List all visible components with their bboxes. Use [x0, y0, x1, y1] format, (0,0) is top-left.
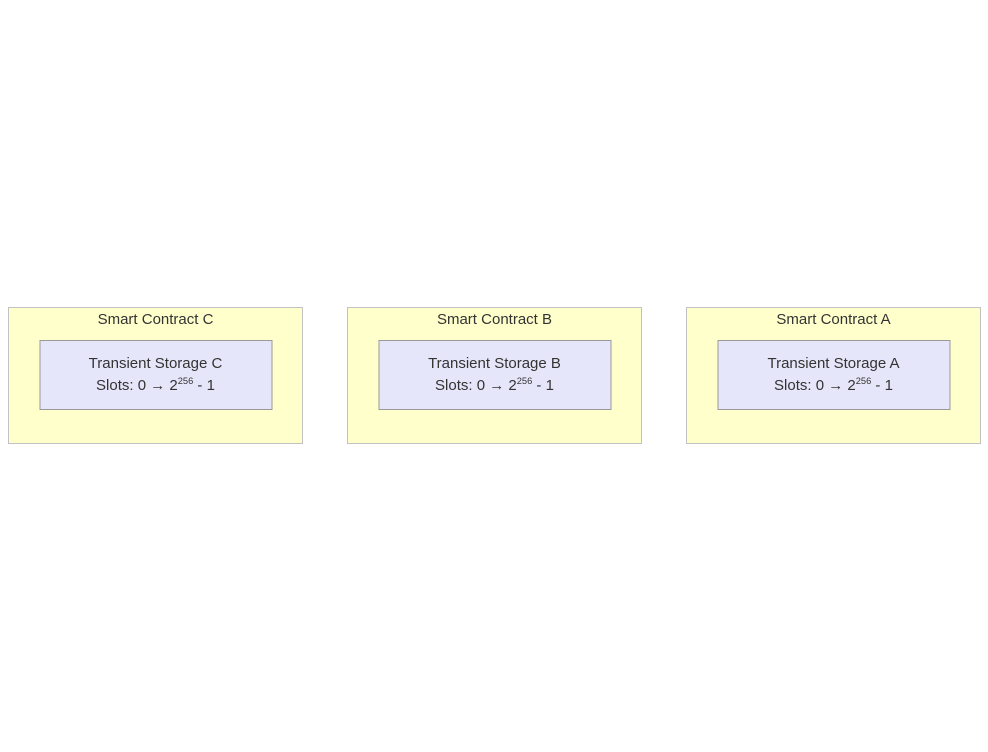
- slots-exponent: 256: [177, 376, 194, 386]
- transient-storage-b-node: Transient Storage B Slots: 0 → 2256 - 1: [378, 340, 611, 410]
- contract-title: Smart Contract B: [436, 311, 553, 328]
- slots-exponent: 256: [855, 376, 872, 386]
- storage-node-title: Transient Storage C: [88, 355, 223, 372]
- transient-storage-c-node: Transient Storage C Slots: 0 → 2256 - 1: [39, 340, 272, 410]
- slots-suffix: - 1: [193, 377, 215, 394]
- storage-slots-range: Slots: 0 → 2256 - 1: [774, 375, 893, 397]
- slots-exponent: 256: [516, 376, 533, 386]
- slots-prefix: Slots: 0 → 2: [774, 377, 856, 394]
- smart-contract-c-container: Smart Contract C Transient Storage C Slo…: [8, 307, 303, 444]
- storage-slots-range: Slots: 0 → 2256 - 1: [96, 375, 215, 397]
- smart-contract-a-container: Smart Contract A Transient Storage A Slo…: [686, 307, 981, 444]
- slots-suffix: - 1: [871, 377, 893, 394]
- slots-suffix: - 1: [532, 377, 554, 394]
- transient-storage-a-node: Transient Storage A Slots: 0 → 2256 - 1: [717, 340, 950, 410]
- contract-title: Smart Contract A: [776, 311, 891, 328]
- contract-title: Smart Contract C: [97, 311, 214, 328]
- storage-node-title: Transient Storage B: [428, 355, 561, 372]
- slots-prefix: Slots: 0 → 2: [96, 377, 178, 394]
- smart-contract-b-container: Smart Contract B Transient Storage B Slo…: [347, 307, 642, 444]
- storage-node-title: Transient Storage A: [767, 355, 900, 372]
- storage-slots-range: Slots: 0 → 2256 - 1: [435, 375, 554, 397]
- slots-prefix: Slots: 0 → 2: [435, 377, 517, 394]
